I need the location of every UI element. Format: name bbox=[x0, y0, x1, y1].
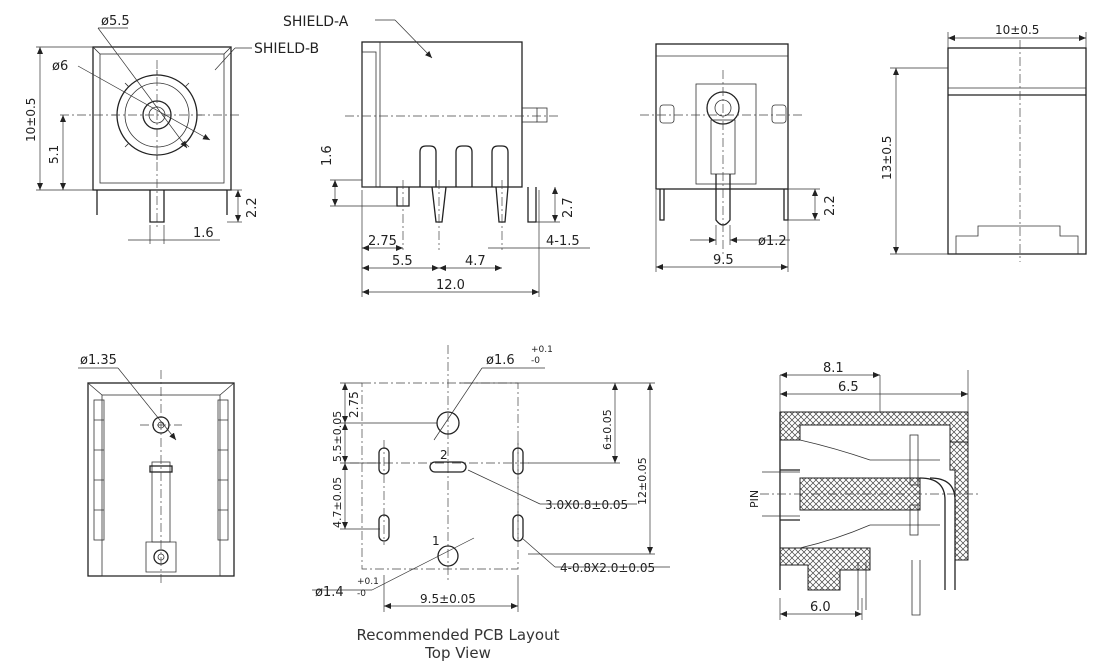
pcb-label-1: 1 bbox=[432, 534, 440, 548]
side-width-4: 4-1.5 bbox=[546, 234, 580, 249]
pcb-slot-2 bbox=[429, 461, 467, 473]
pcb-v2: 5.5±0.05 bbox=[331, 411, 344, 462]
section-width-2: 6.5 bbox=[838, 380, 859, 395]
pcb-hole1-tol-down: -0 bbox=[531, 356, 540, 366]
pcb-slot2-size: 3.0X0.8±0.05 bbox=[545, 498, 628, 512]
front-shield-b: SHIELD-B bbox=[254, 41, 319, 57]
side-width-3: 4.7 bbox=[465, 254, 486, 269]
pcb-v4: 6±0.05 bbox=[601, 409, 614, 450]
side-width-2: 5.5 bbox=[392, 254, 413, 269]
pcb-caption: Recommended PCB Layout Top View bbox=[298, 626, 618, 662]
pcb-hole2-tol-up: +0.1 bbox=[357, 577, 379, 587]
pcb-hole2-dia: ø1.4 bbox=[315, 585, 344, 600]
pcb-slot-right-bottom bbox=[512, 514, 524, 542]
right-width: 10±0.5 bbox=[995, 23, 1039, 37]
pcb-layout: 2 1 ø1.6 +0.1 -0 2.75 5.5±0.05 4.7±0.05 … bbox=[312, 345, 670, 612]
side-height-1: 1.6 bbox=[320, 145, 335, 166]
section-view: 8.1 6.5 PIN 6.0 bbox=[748, 361, 980, 620]
side-width-1: 2.75 bbox=[368, 234, 397, 249]
pcb-v3: 4.7±0.05 bbox=[331, 477, 344, 528]
side-view: SHIELD-A 1.6 2.7 2.75 5.5 4.7 4-1.5 12.0 bbox=[283, 14, 590, 297]
side-total-width: 12.0 bbox=[436, 278, 465, 293]
front-pin-width: 1.6 bbox=[193, 226, 214, 241]
pcb-width: 9.5±0.05 bbox=[420, 592, 476, 606]
pcb-hole2-tol-down: -0 bbox=[357, 589, 366, 599]
section-width-3: 6.0 bbox=[810, 600, 831, 615]
front-center-height: 5.1 bbox=[47, 145, 61, 164]
rear-pin-height: 2.2 bbox=[823, 195, 838, 216]
pcb-caption-line1: Recommended PCB Layout bbox=[356, 626, 560, 644]
front-dia-inner: ø6 bbox=[52, 59, 68, 74]
side-pin-height: 2.7 bbox=[561, 197, 576, 218]
side-shield-a: SHIELD-A bbox=[283, 14, 349, 30]
rear-view: ø1.2 9.5 2.2 bbox=[640, 43, 838, 272]
right-height: 13±0.5 bbox=[880, 136, 894, 180]
rear-width: 9.5 bbox=[713, 253, 734, 268]
front-height: 10±0.5 bbox=[24, 98, 38, 142]
pcb-slot-left-top bbox=[378, 447, 390, 475]
pcb-slot-right-top bbox=[512, 447, 524, 475]
front-view: ø5.5 ø6 SHIELD-B 10±0.5 5.1 1.6 2.2 bbox=[24, 14, 319, 244]
rear-pin-dia: ø1.2 bbox=[758, 234, 787, 249]
section-pin-label: PIN bbox=[748, 490, 761, 508]
front-pin-height: 2.2 bbox=[245, 197, 260, 218]
front-dia-outer: ø5.5 bbox=[101, 14, 130, 29]
pcb-v-total: 12±0.05 bbox=[636, 457, 649, 505]
bottom-view: ø1.35 bbox=[78, 353, 235, 585]
pcb-caption-line2: Top View bbox=[425, 644, 491, 662]
pcb-slot-left-bottom bbox=[378, 514, 390, 542]
right-view: 10±0.5 13±0.5 bbox=[880, 23, 1087, 262]
pcb-v1: 2.75 bbox=[347, 391, 361, 418]
pcb-hole1-tol-up: +0.1 bbox=[531, 345, 553, 355]
bottom-hole-dia: ø1.35 bbox=[80, 353, 117, 368]
pcb-slots4-size: 4-0.8X2.0±0.05 bbox=[560, 561, 655, 575]
pcb-hole1-dia: ø1.6 bbox=[486, 353, 515, 368]
pcb-label-2: 2 bbox=[440, 448, 448, 462]
section-width-1: 8.1 bbox=[823, 361, 844, 376]
